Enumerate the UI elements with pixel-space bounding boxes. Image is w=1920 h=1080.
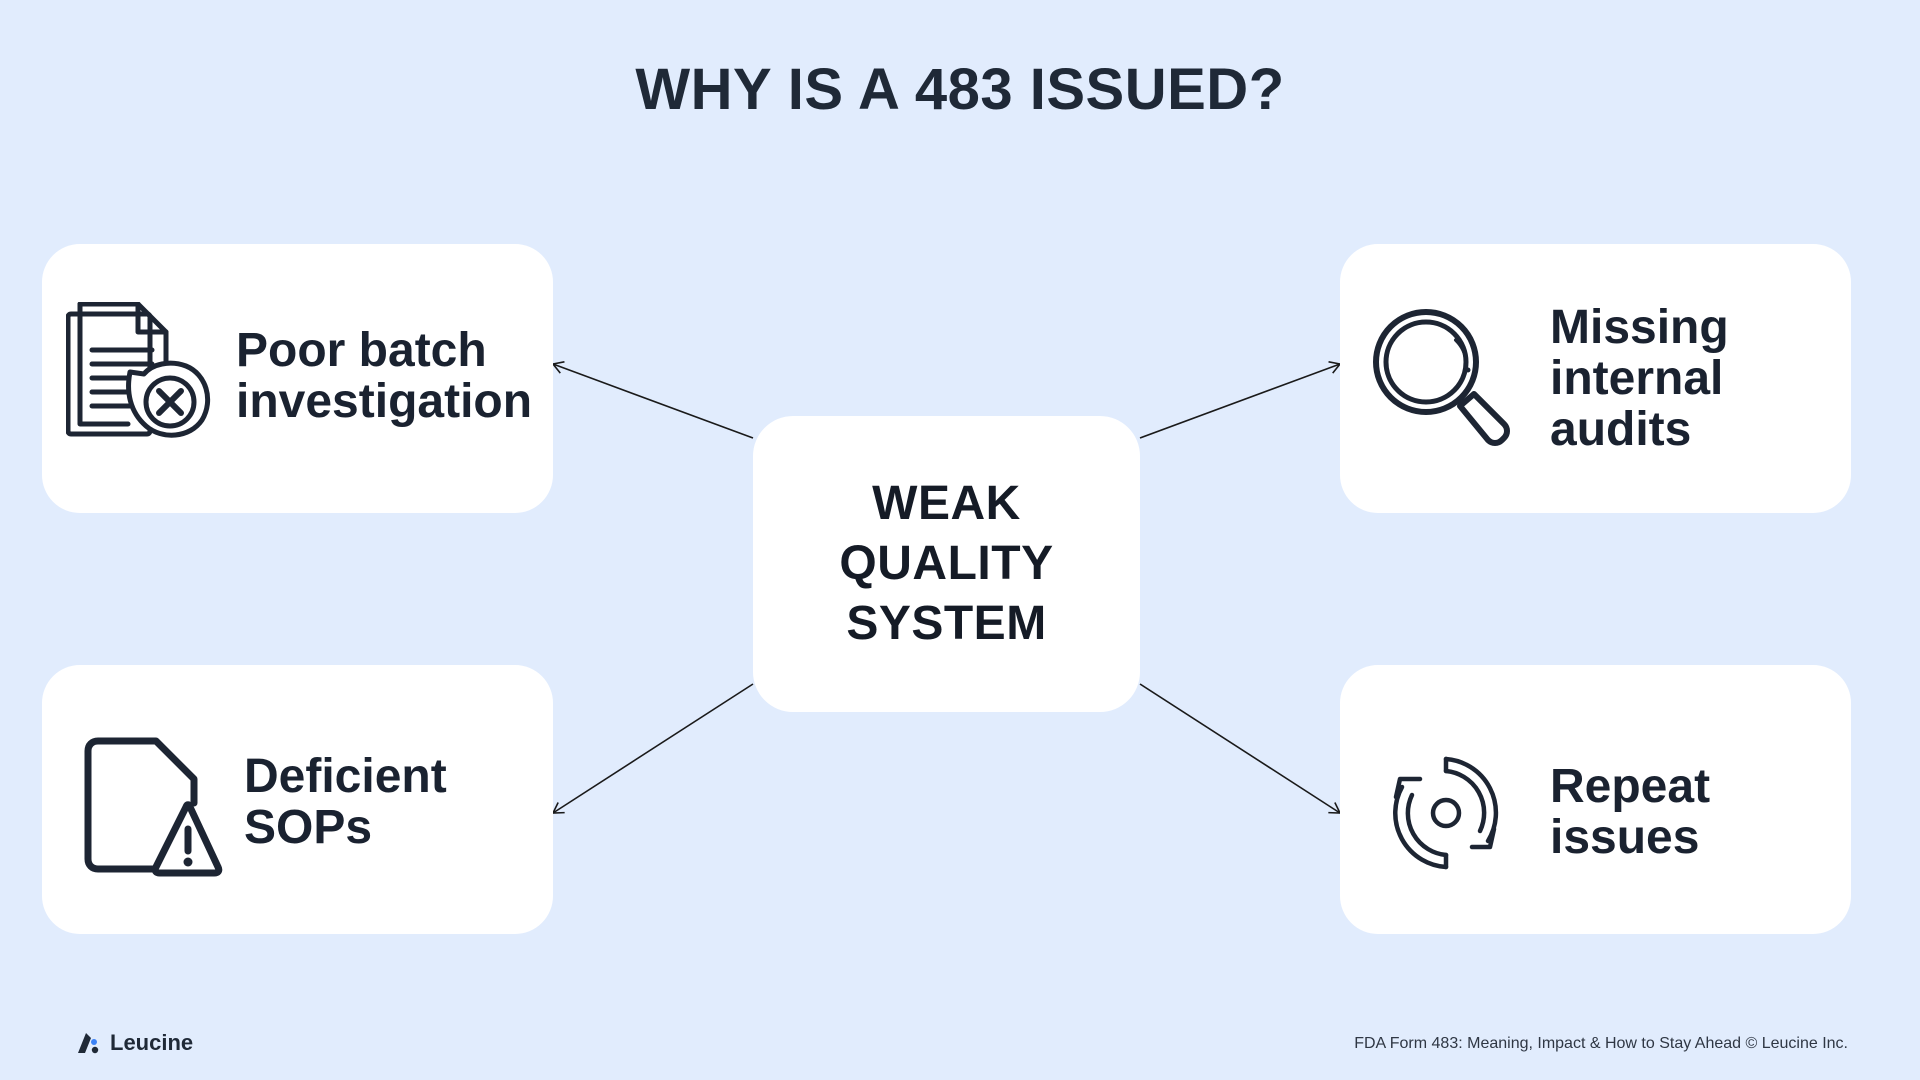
center-label: WEAK QUALITY SYSTEM: [839, 477, 1054, 650]
connector-to-repeat-issues: [1139, 683, 1342, 814]
cause-label: Missing internal audits: [1550, 301, 1729, 456]
cause-label: Poor batch investigation: [236, 324, 533, 428]
brand-logo: Leucine: [76, 1030, 193, 1056]
cause-card-repeat-issues: Repeat issues: [1340, 665, 1851, 934]
magnifier-icon: [1373, 309, 1510, 446]
connector-to-deficient-sops: [551, 683, 754, 814]
cycle-arrows-icon: [1393, 756, 1499, 870]
cause-card-poor-batch-investigation: Poor batch investigation: [42, 244, 553, 513]
footer-note: FDA Form 483: Meaning, Impact & How to S…: [1354, 1035, 1848, 1052]
leucine-logo-icon: [78, 1033, 99, 1054]
brand-name: Leucine: [110, 1030, 194, 1055]
center-node-weak-quality-system: WEAK QUALITY SYSTEM: [753, 416, 1140, 712]
document-warning-icon: [84, 737, 223, 877]
cause-label: Deficient SOPs: [244, 750, 447, 854]
connector-to-missing-internal-audits: [1139, 361, 1342, 439]
connector-to-poor-batch-investigation: [551, 361, 754, 439]
cause-card-missing-internal-audits: Missing internal audits: [1340, 244, 1851, 513]
cause-card-deficient-sops: Deficient SOPs: [42, 665, 553, 934]
document-x-icon: [66, 302, 211, 438]
diagram-title: WHY IS A 483 ISSUED?: [635, 57, 1285, 122]
cause-label: Repeat issues: [1550, 760, 1711, 864]
